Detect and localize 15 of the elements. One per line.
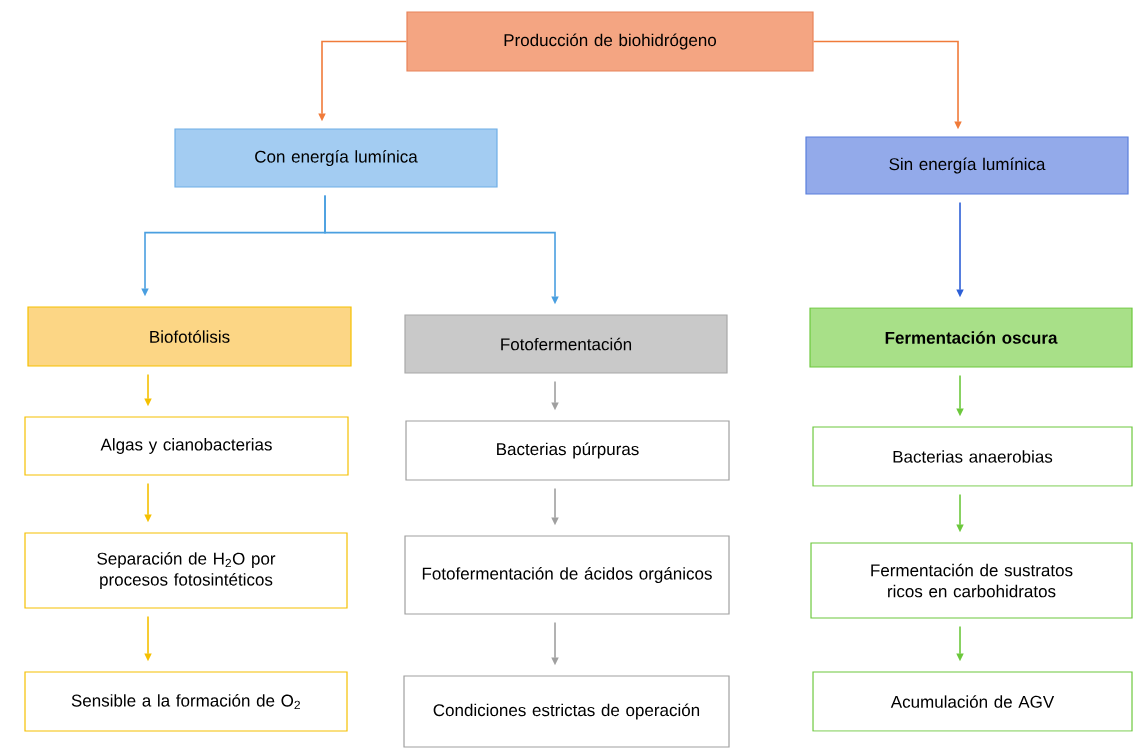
process-box: Biofotólisis xyxy=(27,306,352,367)
process-box: Separación de H$_{2}$O por procesos fotosintéticos xyxy=(24,532,348,609)
process-box: Acumulación de AGV xyxy=(812,671,1133,732)
process-box: Condiciones estrictas de operación xyxy=(403,675,730,748)
process-box: Con energía lumínica xyxy=(174,128,498,188)
process-box: Fotofermentación xyxy=(404,314,728,374)
process-box: Sensible a la formación de O$_{2}$ xyxy=(24,671,348,732)
process-box: Algas y cianobacterias xyxy=(24,416,349,476)
process-box: Producción de biohidrógeno xyxy=(406,11,814,72)
process-box: Fermentación oscura xyxy=(809,307,1133,368)
process-box: Bacterias púrpuras xyxy=(405,420,730,481)
process-box: Fermentación de sustratos ricos en carbohidratos xyxy=(810,542,1133,619)
process-box: Sin energía lumínica xyxy=(805,136,1129,195)
process-box: Bacterias anaerobias xyxy=(812,426,1133,487)
process-box: Fotofermentación de ácidos orgánicos xyxy=(404,535,730,615)
